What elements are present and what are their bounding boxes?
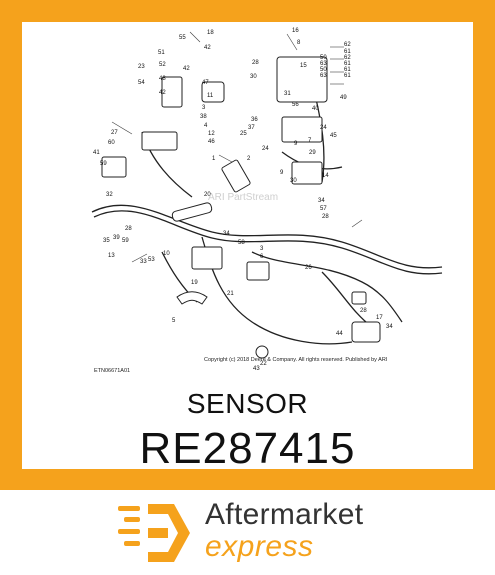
svg-text:5: 5 xyxy=(172,318,176,324)
svg-text:28: 28 xyxy=(360,308,367,314)
copyright-text: Copyright (c) 2018 Deere & Company. All … xyxy=(204,357,388,363)
svg-text:51: 51 xyxy=(158,50,165,56)
svg-text:34: 34 xyxy=(386,324,393,330)
svg-text:38: 38 xyxy=(200,114,207,120)
svg-text:62: 62 xyxy=(344,55,351,61)
svg-text:8: 8 xyxy=(297,40,301,46)
svg-text:14: 14 xyxy=(322,173,329,179)
svg-text:53: 53 xyxy=(148,257,155,263)
svg-text:63: 63 xyxy=(320,61,327,67)
diagram-code: ETN06671A01 xyxy=(94,368,130,374)
aftermarket-express-logo-icon xyxy=(118,504,190,562)
brand-footer: Aftermarket express xyxy=(0,490,495,575)
svg-text:59: 59 xyxy=(122,238,129,244)
svg-text:54: 54 xyxy=(138,80,145,86)
svg-text:23: 23 xyxy=(138,64,145,70)
svg-text:7: 7 xyxy=(308,138,312,144)
svg-text:44: 44 xyxy=(336,331,343,337)
svg-text:22: 22 xyxy=(260,361,267,367)
svg-text:61: 61 xyxy=(344,67,351,73)
svg-text:2: 2 xyxy=(247,156,251,162)
svg-text:42: 42 xyxy=(183,66,190,72)
svg-text:30: 30 xyxy=(290,178,297,184)
part-name: SENSOR xyxy=(186,388,309,419)
svg-text:36: 36 xyxy=(251,117,258,123)
svg-text:3: 3 xyxy=(202,105,206,111)
svg-text:28: 28 xyxy=(125,226,132,232)
svg-text:55: 55 xyxy=(179,35,186,41)
part-number: RE287415 xyxy=(139,424,356,473)
svg-text:58: 58 xyxy=(238,240,245,246)
svg-text:25: 25 xyxy=(240,131,247,137)
svg-text:19: 19 xyxy=(191,280,198,286)
svg-text:12: 12 xyxy=(208,131,215,137)
svg-text:24: 24 xyxy=(320,125,327,131)
svg-text:20: 20 xyxy=(204,192,211,198)
svg-text:34: 34 xyxy=(318,198,325,204)
svg-text:34: 34 xyxy=(223,231,230,237)
svg-text:48: 48 xyxy=(159,76,166,82)
svg-text:42: 42 xyxy=(204,45,211,51)
svg-text:40: 40 xyxy=(312,106,319,112)
svg-text:63: 63 xyxy=(320,73,327,79)
svg-text:37: 37 xyxy=(248,125,255,131)
svg-text:52: 52 xyxy=(159,62,166,68)
svg-text:13: 13 xyxy=(108,253,115,259)
svg-text:32: 32 xyxy=(106,192,113,198)
svg-text:24: 24 xyxy=(262,146,269,152)
svg-text:60: 60 xyxy=(108,140,115,146)
svg-text:9: 9 xyxy=(280,170,284,176)
svg-text:61: 61 xyxy=(344,49,351,55)
svg-text:42: 42 xyxy=(159,90,166,96)
svg-text:9: 9 xyxy=(294,141,298,147)
svg-text:39: 39 xyxy=(113,235,120,241)
svg-text:28: 28 xyxy=(322,214,329,220)
svg-text:61: 61 xyxy=(344,61,351,67)
svg-text:49: 49 xyxy=(340,95,347,101)
svg-text:31: 31 xyxy=(284,91,291,97)
svg-text:61: 61 xyxy=(344,73,351,79)
svg-text:4: 4 xyxy=(204,123,208,129)
svg-text:45: 45 xyxy=(330,133,337,139)
svg-text:35: 35 xyxy=(103,238,110,244)
svg-text:62: 62 xyxy=(344,42,351,48)
svg-text:28: 28 xyxy=(252,60,259,66)
svg-text:43: 43 xyxy=(253,366,260,372)
svg-text:57: 57 xyxy=(320,206,327,212)
svg-text:56: 56 xyxy=(292,102,299,108)
svg-text:26: 26 xyxy=(305,265,312,271)
brand-name-line1: Aftermarket xyxy=(205,498,364,531)
svg-text:47: 47 xyxy=(202,80,209,86)
svg-text:27: 27 xyxy=(111,130,118,136)
svg-text:29: 29 xyxy=(309,150,316,156)
svg-text:50: 50 xyxy=(320,55,327,61)
svg-text:10: 10 xyxy=(163,251,170,257)
svg-text:30: 30 xyxy=(250,74,257,80)
brand-name-line2: express xyxy=(205,530,314,563)
svg-text:59: 59 xyxy=(100,161,107,167)
svg-text:17: 17 xyxy=(376,315,383,321)
svg-text:3: 3 xyxy=(260,246,264,252)
watermark-text: ARI PartStream xyxy=(208,192,278,203)
svg-text:33: 33 xyxy=(140,259,147,265)
svg-text:6: 6 xyxy=(260,254,264,260)
svg-text:41: 41 xyxy=(93,150,100,156)
svg-text:15: 15 xyxy=(300,63,307,69)
svg-text:11: 11 xyxy=(207,93,214,99)
svg-text:16: 16 xyxy=(292,28,299,34)
svg-text:18: 18 xyxy=(207,30,214,36)
svg-text:1: 1 xyxy=(212,156,216,162)
svg-text:21: 21 xyxy=(227,291,234,297)
svg-text:50: 50 xyxy=(320,67,327,73)
svg-text:46: 46 xyxy=(208,139,215,145)
